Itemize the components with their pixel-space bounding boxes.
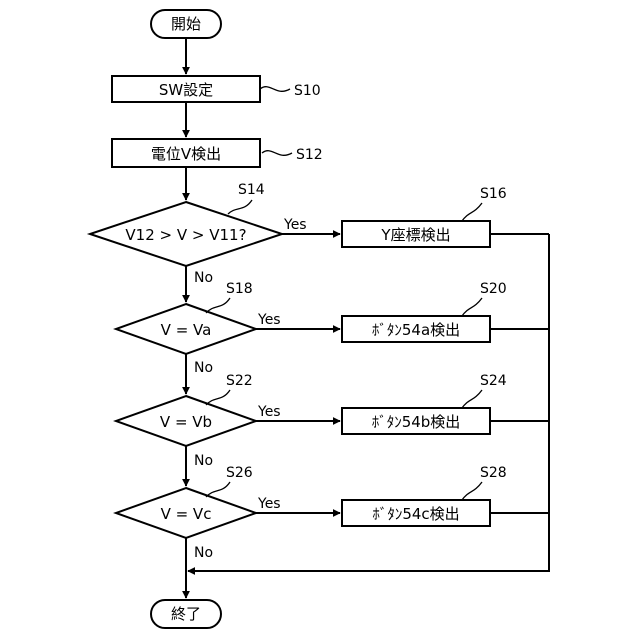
- start-label: 開始: [171, 15, 201, 33]
- leader-s22: [206, 390, 230, 405]
- decision-label-s26: V = Vc: [161, 505, 212, 523]
- step-label-s24: S24: [480, 373, 507, 389]
- leader-s28: [462, 482, 482, 500]
- leader-s20: [462, 298, 482, 316]
- yes-label-s26: Yes: [257, 496, 281, 512]
- step-label-s14: S14: [238, 182, 265, 198]
- leader-s24: [462, 390, 482, 408]
- leader-s12: [262, 151, 292, 156]
- step-label-s12: S12: [296, 147, 323, 163]
- leader-s18: [206, 298, 230, 313]
- process-label-s20: ﾎﾞﾀﾝ54a検出: [372, 321, 460, 339]
- process-label-s16: Y座標検出: [380, 226, 450, 244]
- step-label-s20: S20: [480, 281, 507, 297]
- process-label-s28: ﾎﾞﾀﾝ54c検出: [372, 505, 459, 523]
- no-label-s26: No: [194, 545, 213, 561]
- yes-label-s18: Yes: [257, 312, 281, 328]
- leader-s26: [206, 482, 230, 497]
- no-label-s14: No: [194, 270, 213, 286]
- step-label-s16: S16: [480, 186, 507, 202]
- decision-label-s22: V = Vb: [160, 413, 212, 431]
- step-label-s26: S26: [226, 465, 253, 481]
- process-label-s12: 電位V検出: [151, 145, 221, 163]
- step-label-s10: S10: [294, 83, 321, 99]
- process-label-s10: SW設定: [159, 81, 213, 99]
- step-label-s18: S18: [226, 281, 253, 297]
- end-label: 終了: [171, 605, 201, 623]
- process-label-s24: ﾎﾞﾀﾝ54b検出: [372, 413, 461, 431]
- decision-label-s14: V12 > V > V11?: [125, 226, 246, 244]
- yes-label-s14: Yes: [283, 217, 307, 233]
- leader-s16: [462, 203, 482, 221]
- step-label-s22: S22: [226, 373, 253, 389]
- yes-label-s22: Yes: [257, 404, 281, 420]
- leader-s10: [260, 87, 290, 92]
- decision-label-s18: V = Va: [161, 321, 212, 339]
- leader-s14: [228, 200, 252, 214]
- no-label-s18: No: [194, 360, 213, 376]
- no-label-s22: No: [194, 453, 213, 469]
- step-label-s28: S28: [480, 465, 507, 481]
